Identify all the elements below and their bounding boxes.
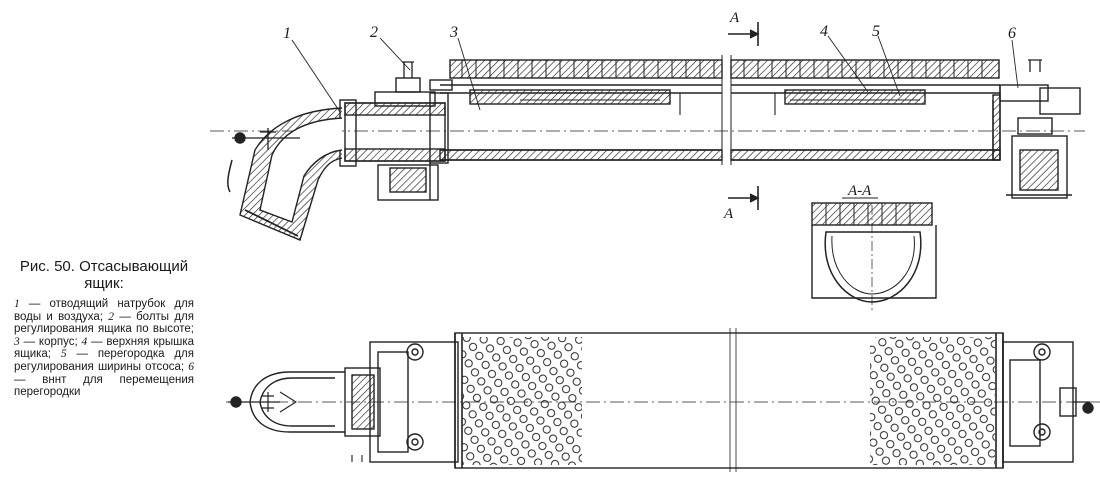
- callout-5: 5: [872, 23, 880, 40]
- legend-num: 6: [188, 360, 194, 373]
- legend-num: 5: [60, 348, 67, 361]
- cross-section-view: A-A: [811, 183, 937, 310]
- legend-separator: —: [19, 298, 50, 310]
- callout-3: 3: [449, 24, 458, 41]
- callout-leaders: [291, 35, 1019, 113]
- plan-view: [226, 328, 1100, 472]
- partition-plate-right: [784, 89, 926, 105]
- legend-separator: —: [66, 348, 98, 361]
- top-cover: [449, 59, 723, 79]
- legend-separator: —: [114, 310, 137, 323]
- caption-title: Рис. 50. Отсасывающий ящик:: [19, 258, 189, 292]
- legend-text: болты для регулирования ящика по высоте;: [14, 310, 194, 336]
- legend-num: 2: [108, 310, 115, 323]
- legend-separator: —: [19, 335, 39, 348]
- callout-6: 6: [1008, 25, 1016, 42]
- legend-num: 4: [81, 335, 88, 348]
- callout-4: 4: [820, 23, 828, 40]
- legend-separator: —: [87, 335, 107, 348]
- legend-text: верхняя крышка ящика;: [14, 335, 195, 361]
- section-marker-top: A: [729, 10, 740, 26]
- caption-legend: 1 — отводящий натрубок для воды и воздух…: [14, 298, 194, 399]
- legend-text: корпус;: [38, 335, 78, 348]
- figure-caption: Рис. 50. Отсасывающий ящик: 1 — отводящи…: [14, 258, 194, 399]
- section-view-label: A-A: [847, 183, 872, 199]
- legend-text: перегородка для регулирования ширины отс…: [14, 348, 194, 373]
- callout-2: 2: [370, 24, 378, 41]
- partition-plate-left: [469, 89, 671, 105]
- legend-text: вннт для перемещения перегородки: [14, 373, 194, 399]
- legend-num: 3: [14, 335, 20, 348]
- section-marker-bottom: A: [723, 206, 734, 222]
- callout-1: 1: [283, 25, 291, 42]
- legend-text: отводящий натрубок для воды и воздуха;: [14, 298, 194, 323]
- legend-num: 1: [14, 298, 20, 310]
- longitudinal-section-view: [210, 22, 1085, 241]
- box-body: [440, 84, 1000, 94]
- right-support: [1011, 135, 1068, 199]
- height-bolt: [395, 77, 421, 93]
- callouts: 1 2 3 4 5 6: [283, 23, 1016, 42]
- legend-separator: —: [14, 373, 43, 386]
